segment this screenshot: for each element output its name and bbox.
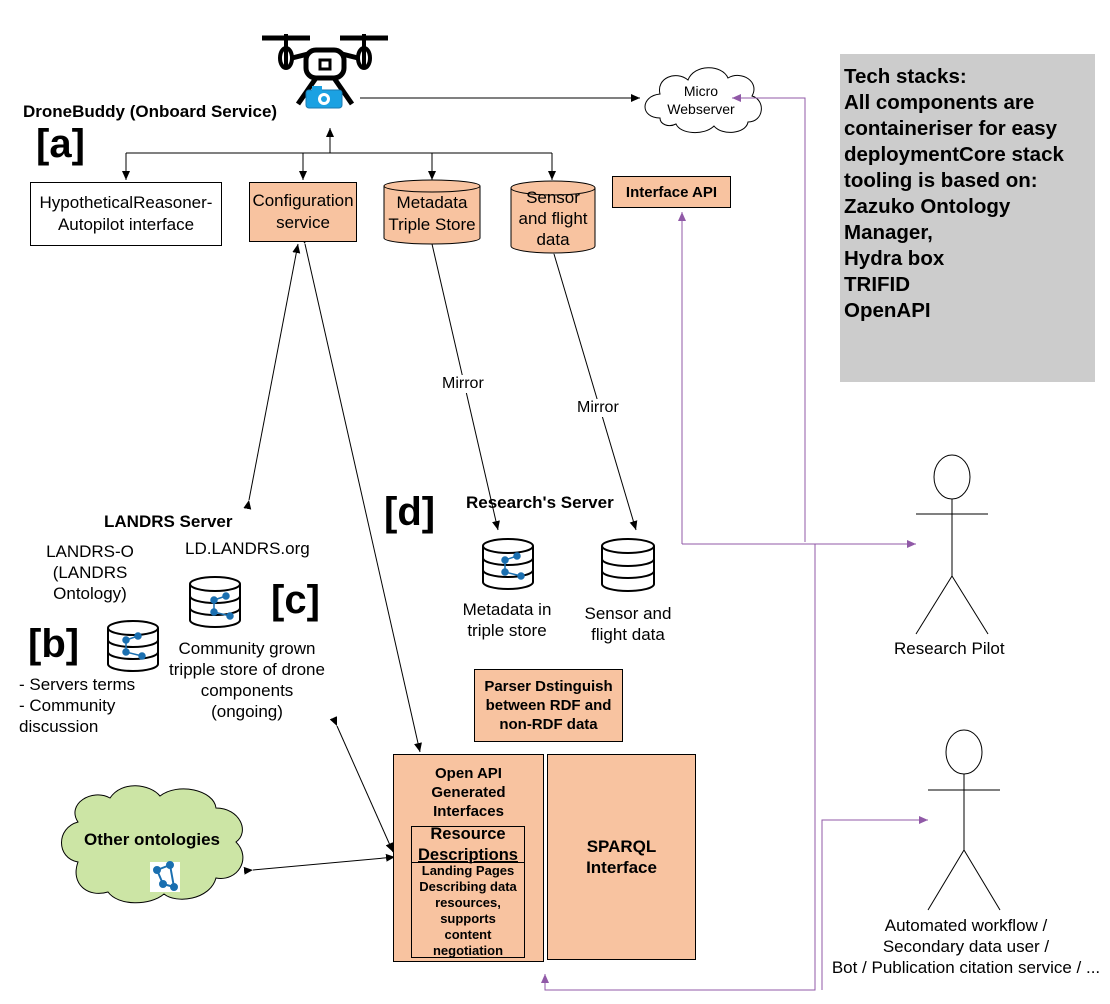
resource-divider [411,862,525,863]
rdf-graph-icon [501,552,525,580]
micro-webserver-label: Micro Webserver [667,83,735,117]
research-pilot-actor-icon [915,454,989,635]
mirror-label-right: Mirror [577,399,619,417]
rdf-icon [150,861,180,892]
tech-stacks-panel: Tech stacks: All components are containe… [840,54,1095,382]
parser-box: Parser Dstinguish between RDF and non-RD… [474,669,623,742]
configuration-service: Configuration service [249,182,357,242]
metadata-triple-store: Metadata Triple Store [388,193,476,234]
landrs-terms-label: - Servers terms - Community discussion [19,675,136,736]
automated-user-label: Automated workflow / Secondary data user… [831,916,1101,977]
research-sensor-label: Sensor and flight data [584,604,672,644]
openapi-label: Open API Generated Interfaces [431,765,506,820]
rdf-graph-icon [122,632,146,660]
reasoner-autopilot-interface: HypotheticalReasoner- Autopilot interfac… [30,182,222,246]
automated-user-actor-icon [927,729,1001,911]
ld-landrs-label: LD.LANDRS.org [185,539,310,558]
camera-icon [305,86,343,109]
research-pilot-label: Research Pilot [894,639,1005,658]
community-store-label: Community grown tripple store of drone c… [169,639,325,721]
other-ontologies-cloud [61,785,244,904]
other-ontologies-label: Other ontologies [84,830,220,849]
openapi-interfaces [393,754,544,962]
database-rdf-icon [482,538,534,590]
tech-stacks-text: Tech stacks: All components are containe… [844,65,1064,322]
rdf-graph-icon [210,592,234,620]
landrs-tag-b: [b] [28,622,80,666]
sensor-flight-cylinder [510,180,596,254]
research-metadata-label: Metadata in triple store [462,600,552,640]
landing-pages-text: Landing Pages Describing data resources,… [419,863,517,958]
drone-icon [262,34,388,106]
landrs-tag-c: [c] [271,578,320,622]
interface-api: Interface API [612,176,731,208]
metadata-triple-store-cylinder [383,179,481,245]
landrs-server-title: LANDRS Server [104,512,233,531]
micro-webserver-cloud [644,67,762,133]
research-server-title: Research's Server [466,493,614,512]
dronebuddy-tag: [a] [36,122,85,166]
resource-descriptions-title: Resource Descriptions [418,825,518,864]
database-rdf-icon [107,620,159,672]
database-icon [601,538,655,592]
dronebuddy-title: DroneBuddy (Onboard Service) [23,102,278,121]
research-server-tag: [d] [384,490,436,534]
mirror-label-left: Mirror [442,375,484,393]
sensor-flight-data: Sensor and flight data [518,187,588,249]
resource-descriptions [411,826,525,958]
sparql-interface: SPARQL Interface [547,754,696,960]
landrs-ontology-label: LANDRS-O (LANDRS Ontology) [46,542,134,603]
